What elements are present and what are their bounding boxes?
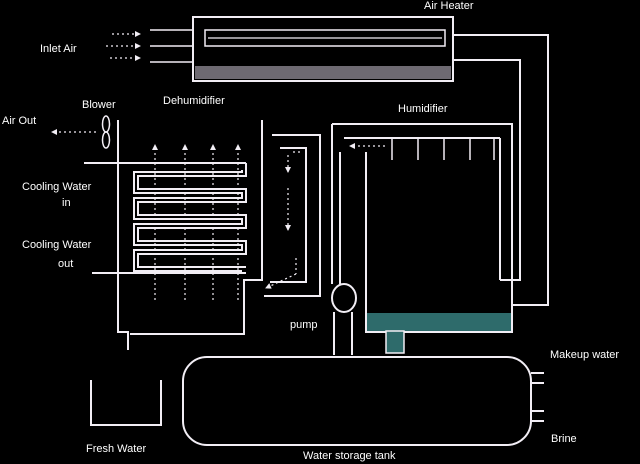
dehumidifier-left-wall xyxy=(117,120,129,350)
makeup-water-pipe xyxy=(531,372,544,384)
pump xyxy=(331,152,357,355)
fresh-water-label: Fresh Water xyxy=(86,443,146,455)
pump-label: pump xyxy=(290,319,318,331)
blower-fan-icon xyxy=(101,115,111,149)
air-duct xyxy=(264,134,321,297)
brine-pipe xyxy=(531,410,544,422)
cooling-coil xyxy=(84,162,247,274)
brine-label: Brine xyxy=(551,433,577,445)
dehumidifier-right-wall xyxy=(130,120,263,335)
humidifier-label: Humidifier xyxy=(398,103,448,115)
dehumidifier-label: Dehumidifier xyxy=(163,95,225,107)
air-out-label: Air Out xyxy=(2,115,36,127)
dehumidifier-air-arrows xyxy=(152,144,241,300)
inlet-air-arrows xyxy=(106,29,193,63)
blower-label: Blower xyxy=(82,99,116,111)
air-heater xyxy=(192,16,454,82)
makeup-water-label: Makeup water xyxy=(550,349,619,361)
fresh-water-vessel xyxy=(90,380,162,426)
inlet-air-label: Inlet Air xyxy=(40,43,77,55)
cooling-water-in-label-1: Cooling Water xyxy=(22,181,92,193)
cooling-water-in-label-2: in xyxy=(62,197,71,209)
cooling-water-out-label-1: Cooling Water xyxy=(22,239,92,251)
air-heater-label: Air Heater xyxy=(424,0,474,12)
heater-left-pipe xyxy=(453,59,521,281)
water-storage-tank-label: Water storage tank xyxy=(303,450,396,462)
water-storage-tank xyxy=(182,356,532,446)
cooling-water-out-label-2: out xyxy=(58,258,73,270)
spray-nozzles xyxy=(349,138,495,160)
humidifier xyxy=(331,123,513,354)
